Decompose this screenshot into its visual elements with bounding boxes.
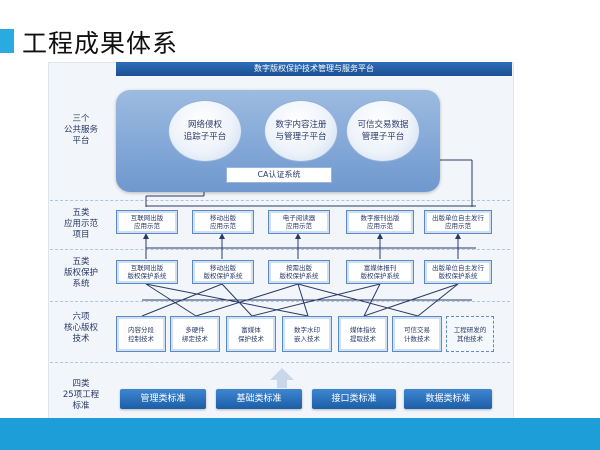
platform-content-registration: 数字内容注册 与管理子平台 (264, 100, 338, 162)
row-label-standards: 四类 25项工程 标准 (62, 379, 100, 411)
protect-on-demand: 按需出版 版权保护系统 (268, 260, 330, 284)
slide-title: 工程成果体系 (22, 29, 179, 58)
tech-fingerprint: 媒体指纹 提取技术 (338, 316, 388, 352)
app-digital-periodicals: 数字报刊出版 应用示范 (346, 210, 414, 234)
protect-self-distribution: 出版单位自主发行 版权保护系统 (424, 260, 492, 284)
protect-internet-publishing: 互联网出版 版权保护系统 (116, 260, 178, 284)
up-arrow-icon (270, 368, 294, 380)
app-mobile-publishing: 移动出版 应用示范 (192, 210, 254, 234)
row-separator (50, 249, 510, 250)
up-arrow-stem (277, 378, 287, 388)
row-separator (50, 200, 510, 201)
footer-bar (0, 418, 600, 450)
ca-certification-system: CA认证系统 (226, 167, 332, 183)
app-self-distribution: 出版单位自主发行 应用示范 (424, 210, 492, 234)
row-label-apps: 五类 应用示范 项目 (63, 208, 98, 240)
tech-watermark: 数字水印 嵌入技术 (282, 316, 332, 352)
tech-multi-hardware: 多硬件 绑定技术 (170, 316, 220, 352)
protect-mobile-publishing: 移动出版 版权保护系统 (192, 260, 254, 284)
app-internet-publishing: 互联网出版 应用示范 (116, 210, 178, 234)
app-ereader: 电子阅读器 应用示范 (268, 210, 330, 234)
tech-other: 工程研发的 其他技术 (446, 316, 494, 352)
row-separator (50, 301, 510, 302)
standard-interface: 接口类标准 (312, 389, 396, 409)
row-separator (50, 362, 510, 363)
tech-rich-media: 富媒体 保护技术 (226, 316, 276, 352)
row-label-tech: 六项 核心版权 技术 (63, 312, 98, 344)
tech-content-segment: 内容分段 控制技术 (116, 316, 166, 352)
standard-data: 数据类标准 (404, 389, 492, 409)
diagram-header: 数字版权保护技术管理与服务平台 (116, 62, 512, 76)
protect-rich-media: 富媒体报刊 版权保护系统 (346, 260, 414, 284)
standard-management: 管理类标准 (120, 389, 206, 409)
standard-basic: 基础类标准 (216, 389, 302, 409)
platform-trusted-transaction: 可信交易数据 管理子平台 (346, 100, 420, 162)
platform-infringement-tracking: 网络侵权 追踪子平台 (168, 100, 242, 162)
row-label-protect: 五类 版权保护 系统 (63, 257, 98, 289)
row-label-platform: 三个 公共服务 平台 (63, 114, 98, 146)
tech-trusted-counting: 可信交易 计数技术 (392, 316, 442, 352)
title-accent-bar (0, 29, 14, 53)
